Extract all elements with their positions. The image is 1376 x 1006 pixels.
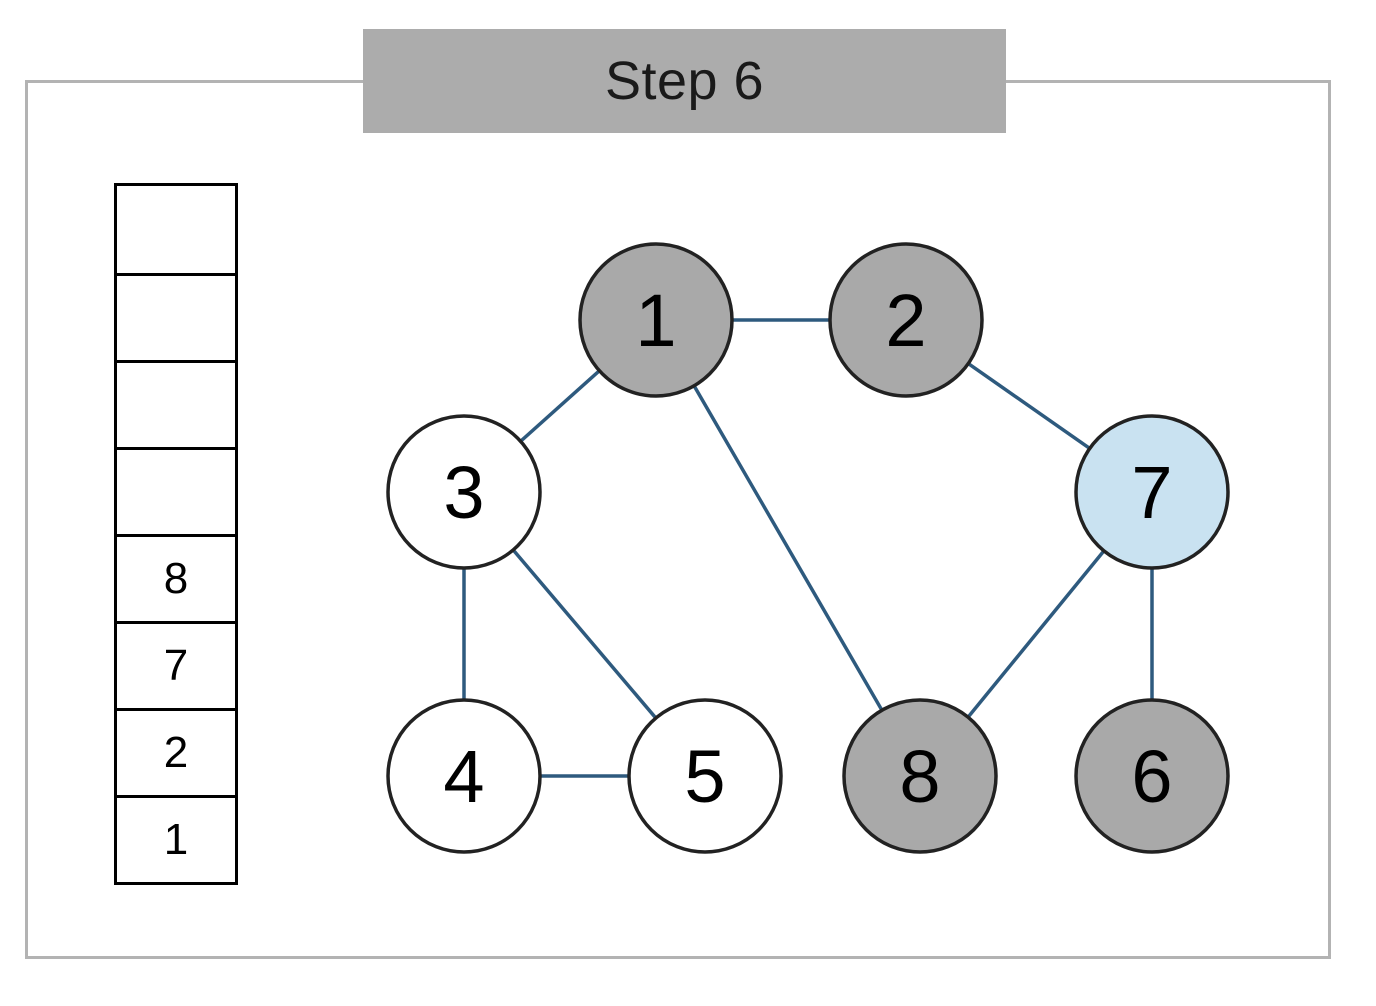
stack-cell: 1 — [114, 795, 238, 885]
node-circle — [386, 414, 542, 570]
graph-node-1: 1 — [578, 242, 734, 398]
graph-nodes: 1 2 3 7 4 5 8 6 — [386, 242, 1230, 854]
graph-node-6: 6 — [1074, 698, 1230, 854]
node-label: 4 — [443, 735, 484, 818]
node-label: 3 — [443, 451, 484, 534]
node-circle — [386, 698, 542, 854]
stack-cell: 2 — [114, 708, 238, 798]
node-label: 1 — [635, 279, 676, 362]
node-circle — [842, 698, 998, 854]
node-label: 2 — [885, 279, 926, 362]
node-label: 8 — [899, 735, 940, 818]
stack-cell — [114, 447, 238, 537]
graph-node-7: 7 — [1074, 414, 1230, 570]
node-circle — [627, 698, 783, 854]
step-title: Step 6 — [363, 29, 1006, 133]
node-label: 5 — [684, 735, 725, 818]
graph-node-3: 3 — [386, 414, 542, 570]
node-label: 6 — [1131, 735, 1172, 818]
graph-node-4: 4 — [386, 698, 542, 854]
node-circle — [578, 242, 734, 398]
node-label: 7 — [1131, 451, 1172, 534]
graph-node-8: 8 — [842, 698, 998, 854]
graph-node-2: 2 — [828, 242, 984, 398]
graph-node-5: 5 — [627, 698, 783, 854]
edge-1-8 — [654, 319, 922, 777]
node-circle — [1074, 414, 1230, 570]
stack: 8 7 2 1 — [114, 183, 238, 885]
node-circle — [828, 242, 984, 398]
stack-cell — [114, 183, 238, 276]
graph-edges — [462, 318, 1154, 778]
stack-cell: 8 — [114, 534, 238, 624]
node-circle — [1074, 698, 1230, 854]
stack-cell — [114, 273, 238, 363]
